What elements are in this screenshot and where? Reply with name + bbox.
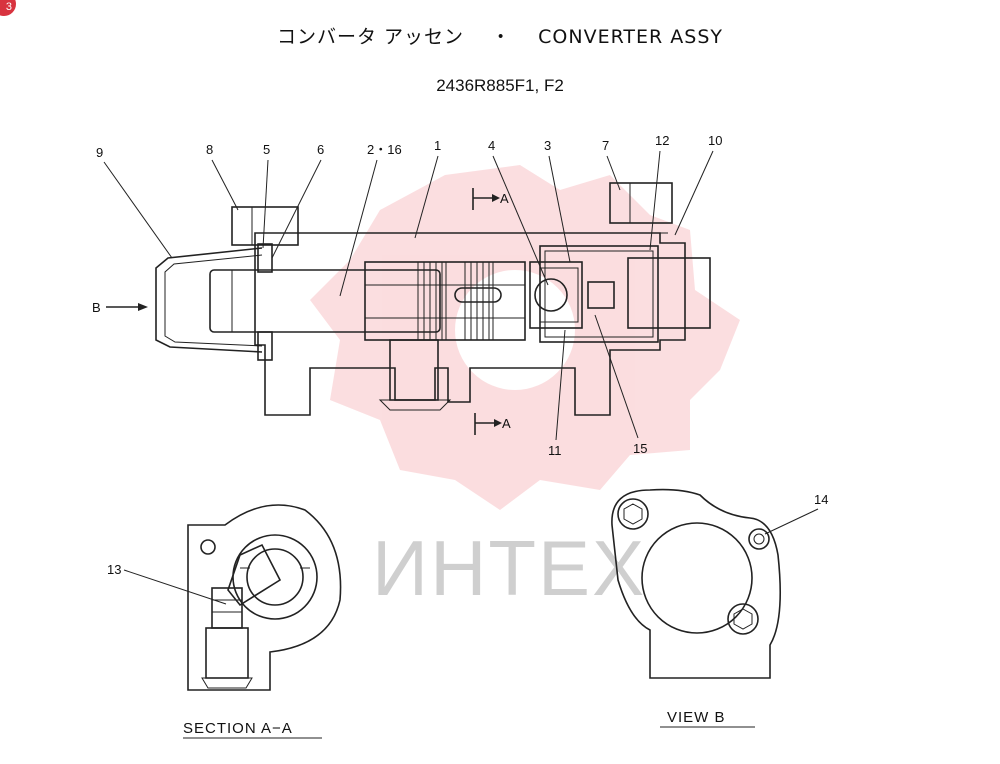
callout-10: 10 <box>708 133 722 148</box>
view-caption: VIEW B <box>667 709 726 726</box>
callout-15: 15 <box>633 441 647 456</box>
packing-stack-right <box>464 261 494 341</box>
callout-2-16: 2・16 <box>367 142 402 157</box>
converter-assembly <box>155 182 711 416</box>
section-label-bottom: A <box>502 416 511 431</box>
section-label-top: A <box>500 191 509 206</box>
callout-13: 13 <box>107 562 121 577</box>
ball-retainer <box>529 261 583 329</box>
shaft-slot <box>454 287 502 303</box>
bolt-hole-top <box>617 498 649 530</box>
callout-9: 9 <box>96 145 103 160</box>
callout-5: 5 <box>263 142 270 157</box>
section-housing <box>187 504 342 691</box>
callout-1: 1 <box>434 138 441 153</box>
end-cover <box>155 247 263 353</box>
callout-14: 14 <box>814 492 828 507</box>
section-lever <box>227 543 282 607</box>
section-bore-outer <box>232 534 318 620</box>
plug-14 <box>748 528 770 550</box>
callout-3: 3 <box>544 138 551 153</box>
title-english: CONVERTER ASSY <box>538 26 723 48</box>
converter-housing <box>254 232 686 416</box>
view-b-arrow: B <box>92 300 148 315</box>
section-marker-top: A <box>472 188 509 210</box>
bolt-head-right <box>609 182 673 224</box>
callouts: 9 8 5 6 2・16 1 4 3 7 12 10 11 15 <box>96 133 722 458</box>
view-b-flange <box>611 488 782 679</box>
title-separator: ・ <box>491 26 512 48</box>
diagram-title: コンバータ アッセン ・ CONVERTER ASSY <box>0 22 1000 49</box>
callout-7: 7 <box>602 138 609 153</box>
callout-12: 12 <box>655 133 669 148</box>
section-mount-hole <box>200 539 216 555</box>
bolt-hole-bottom <box>727 603 759 635</box>
callout-4: 4 <box>488 138 495 153</box>
watermark-text: ИНТЕХ <box>372 524 646 612</box>
view-b-letter: B <box>92 300 101 315</box>
section-marker-bottom: A <box>474 413 511 435</box>
page-badge: 3 <box>0 0 16 16</box>
piston-shaft <box>209 269 441 333</box>
part-number: 2436R885F1, F2 <box>436 76 564 95</box>
callout-11: 11 <box>548 443 562 458</box>
callout-8: 8 <box>206 142 213 157</box>
seal-ring-lower <box>257 331 273 361</box>
section-caption: SECTION A−A <box>183 720 293 737</box>
check-ball <box>534 278 568 312</box>
view-b: 14 <box>611 488 828 679</box>
small-plug <box>587 281 615 309</box>
section-valve-base <box>205 627 249 679</box>
cylinder-tube <box>539 245 659 343</box>
section-bore-inner <box>246 548 304 606</box>
title-japanese: コンバータ アッセン <box>277 26 465 48</box>
callout-6: 6 <box>317 142 324 157</box>
section-a-a-view: 13 <box>107 504 342 691</box>
section-valve-body <box>211 587 243 629</box>
view-b-bore <box>641 522 753 634</box>
